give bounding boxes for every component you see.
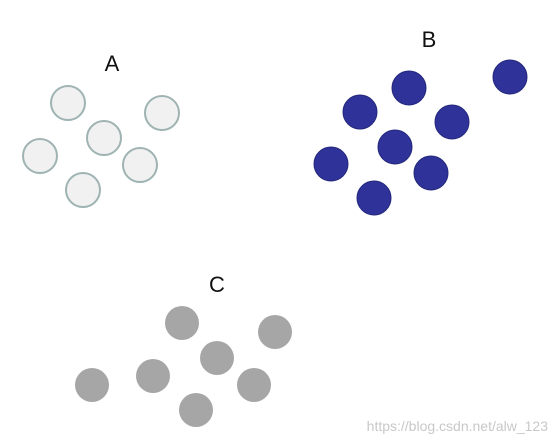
watermark-text: https://blog.csdn.net/alw_123 [367,418,549,434]
cluster-a-point-1 [50,85,86,121]
cluster-c-label: C [209,272,225,297]
cluster-c-point-4 [75,368,109,402]
cluster-b-point-8 [356,180,392,216]
cluster-c-point-3 [200,341,234,375]
cluster-c-point-1 [165,306,199,340]
cluster-c-point-7 [179,393,213,427]
cluster-b: B [313,27,528,216]
cluster-b-label: B [422,27,437,52]
cluster-c: C [75,272,292,427]
cluster-b-point-1 [391,70,427,106]
cluster-c-point-6 [237,368,271,402]
cluster-a-point-6 [65,172,101,208]
cluster-a-point-2 [144,95,180,131]
cluster-c-points [75,306,292,427]
cluster-a-label: A [105,51,120,76]
cluster-b-point-4 [434,104,470,140]
cluster-a-point-4 [22,138,58,174]
cluster-b-point-3 [342,94,378,130]
cluster-b-points [313,59,528,216]
cluster-a-points [22,85,180,208]
cluster-a-point-3 [86,120,122,156]
cluster-c-point-2 [258,315,292,349]
cluster-b-point-7 [413,155,449,191]
cluster-b-point-6 [313,146,349,182]
cluster-a-point-5 [122,147,158,183]
cluster-b-point-5 [377,129,413,165]
cluster-b-point-2 [492,59,528,95]
cluster-a: A [22,51,180,208]
cluster-c-point-5 [136,359,170,393]
